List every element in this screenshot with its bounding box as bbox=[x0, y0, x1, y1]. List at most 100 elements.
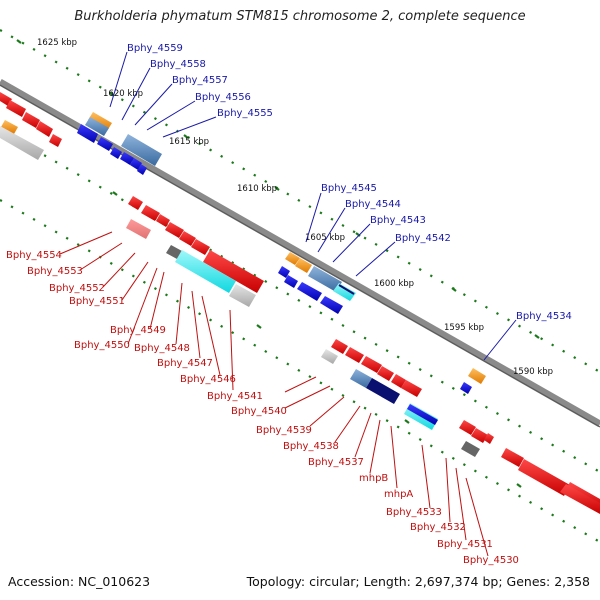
gene-arrow bbox=[179, 231, 196, 246]
gene-arrow bbox=[85, 117, 109, 136]
gene-arrow bbox=[518, 459, 570, 496]
gene-arrow bbox=[165, 222, 184, 238]
kbp-label: 1625 kbp bbox=[37, 38, 77, 48]
kbp-label: 1605 kbp bbox=[305, 233, 345, 243]
gene-arrow bbox=[308, 266, 342, 292]
gene-label-bphy-4552: Bphy_4552 bbox=[49, 283, 105, 294]
gene-arrow bbox=[166, 245, 182, 259]
gene-arrow bbox=[461, 441, 480, 457]
gene-arrow bbox=[460, 382, 472, 394]
gene-arrow bbox=[320, 296, 343, 314]
gene-label-bphy-4548: Bphy_4548 bbox=[134, 343, 190, 354]
kbp-label: 1610 kbp bbox=[237, 184, 277, 194]
kbp-label: 1620 kbp bbox=[103, 89, 143, 99]
gene-label-bphy-4531: Bphy_4531 bbox=[437, 539, 493, 550]
major-ticks bbox=[16, 39, 540, 488]
gene-arrow bbox=[88, 112, 112, 131]
gene-arrow bbox=[284, 275, 298, 288]
gene-arrow bbox=[295, 258, 312, 273]
gene-label-bphy-4538: Bphy_4538 bbox=[283, 441, 339, 452]
gene-arrow bbox=[501, 448, 524, 467]
gene-arrow bbox=[121, 134, 162, 166]
kbp-label: 1595 kbp bbox=[444, 323, 484, 333]
gene-arrow bbox=[137, 164, 147, 175]
gene-label-bphy-4546: Bphy_4546 bbox=[180, 374, 236, 385]
gene-arrow bbox=[0, 126, 44, 160]
gene-label-bphy-4549: Bphy_4549 bbox=[110, 325, 166, 336]
gene-label-bphy-4537: Bphy_4537 bbox=[308, 457, 364, 468]
gene-arrow bbox=[331, 339, 348, 354]
gene-arrow bbox=[350, 369, 372, 388]
gene-arrow bbox=[156, 214, 170, 227]
gene-label-bphy-4542: Bphy_4542 bbox=[395, 233, 451, 244]
gene-arrow bbox=[128, 196, 143, 210]
kbp-label: 1600 kbp bbox=[374, 279, 414, 289]
gene-label-bphy-4541: Bphy_4541 bbox=[207, 391, 263, 402]
gene-arrow bbox=[49, 134, 62, 147]
gene-arrow bbox=[1, 120, 18, 134]
gene-arrow bbox=[203, 250, 264, 293]
gene-arrow bbox=[459, 420, 476, 435]
gene-arrow bbox=[297, 282, 322, 301]
gene-label-bphy-4559: Bphy_4559 bbox=[127, 43, 183, 54]
gene-arrow bbox=[229, 284, 256, 307]
gene-arrow bbox=[141, 205, 160, 221]
gene-arrow bbox=[377, 366, 394, 381]
gene-arrow bbox=[6, 100, 26, 117]
gene-arrow bbox=[175, 250, 236, 293]
gene-label-bphy-4550: Bphy_4550 bbox=[74, 340, 130, 351]
gene-label-mhpb: mhpB bbox=[359, 473, 388, 484]
gene-arrow bbox=[110, 147, 122, 159]
kbp-label: 1615 kbp bbox=[169, 137, 209, 147]
gene-arrow bbox=[361, 356, 382, 373]
outer-tick-row bbox=[0, 29, 600, 373]
top-label-leaders bbox=[109, 51, 517, 361]
gene-arrow bbox=[468, 368, 486, 384]
gene-arrow bbox=[130, 158, 142, 170]
gene-arrow bbox=[484, 433, 494, 444]
gene-label-bphy-4557: Bphy_4557 bbox=[172, 75, 228, 86]
gene-label-bphy-4532: Bphy_4532 bbox=[410, 522, 466, 533]
gene-arrow bbox=[285, 252, 300, 265]
topology-footer: Topology: circular; Length: 2,697,374 bp… bbox=[246, 574, 590, 589]
gene-label-bphy-4547: Bphy_4547 bbox=[157, 358, 213, 369]
gene-label-mhpa: mhpA bbox=[384, 489, 413, 500]
gene-label-bphy-4544: Bphy_4544 bbox=[345, 199, 401, 210]
gene-arrow bbox=[126, 219, 151, 239]
gene-label-bphy-4543: Bphy_4543 bbox=[370, 215, 426, 226]
gene-arrow bbox=[471, 428, 488, 443]
gene-label-bphy-4545: Bphy_4545 bbox=[321, 183, 377, 194]
gene-arrow bbox=[278, 266, 290, 278]
reverse-strand-features bbox=[77, 112, 486, 394]
gene-label-bphy-4539: Bphy_4539 bbox=[256, 425, 312, 436]
gene-label-bphy-4555: Bphy_4555 bbox=[217, 108, 273, 119]
kbp-label: 1590 kbp bbox=[513, 367, 553, 377]
gene-arrow bbox=[77, 124, 98, 143]
gene-arrow bbox=[120, 152, 134, 165]
gene-arrow bbox=[345, 347, 364, 363]
gene-arrow bbox=[191, 239, 210, 255]
gene-label-bphy-4540: Bphy_4540 bbox=[231, 406, 287, 417]
map-title: Burkholderia phymatum STM815 chromosome … bbox=[74, 9, 526, 24]
gene-arrow bbox=[97, 137, 113, 151]
bottom-label-leaders bbox=[59, 231, 489, 557]
gene-label-bphy-4530: Bphy_4530 bbox=[463, 555, 519, 566]
gene-label-bphy-4534: Bphy_4534 bbox=[516, 311, 572, 322]
gene-arrow bbox=[22, 112, 40, 128]
gene-label-bphy-4553: Bphy_4553 bbox=[27, 266, 83, 277]
gene-arrow bbox=[321, 349, 338, 364]
gene-arrow bbox=[36, 121, 53, 137]
gene-arrow bbox=[401, 380, 422, 397]
forward-strand-features bbox=[0, 92, 600, 514]
gene-arrow bbox=[407, 404, 438, 425]
gene-label-bphy-4558: Bphy_4558 bbox=[150, 59, 206, 70]
gene-arrow bbox=[560, 484, 600, 514]
gene-arrow bbox=[366, 378, 400, 404]
accession-footer: Accession: NC_010623 bbox=[8, 574, 151, 589]
gene-label-bphy-4551: Bphy_4551 bbox=[69, 296, 125, 307]
gene-arrow bbox=[391, 374, 406, 388]
gene-label-bphy-4533: Bphy_4533 bbox=[386, 507, 442, 518]
middle-tick-row bbox=[0, 129, 600, 473]
gene-arrow bbox=[333, 283, 356, 301]
